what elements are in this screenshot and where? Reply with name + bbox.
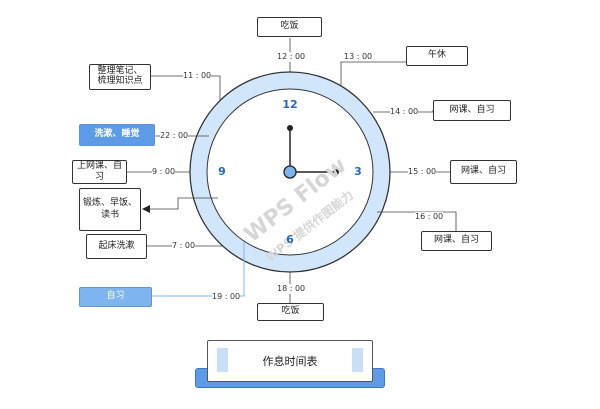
connector-13 (340, 61, 406, 86)
event-box-wakeup: 起床洗漱 (86, 234, 147, 259)
title-text: 作息时间表 (262, 355, 318, 368)
event-box-9: 上网课、自习 (72, 160, 127, 184)
time-label-13: 13 : 00 (344, 52, 373, 61)
clock-number-9: 9 (218, 165, 226, 178)
page-title: 作息时间表 (207, 340, 373, 382)
event-box-15: 网课、自习 (450, 160, 517, 184)
clock-number-6: 6 (286, 233, 294, 246)
time-label-16: 16 : 00 (415, 212, 444, 222)
connector-11 (151, 75, 221, 100)
connector-exercise (148, 197, 218, 210)
event-box-dinner: 吃饭 (257, 303, 324, 321)
clock-center (283, 165, 297, 179)
clock-number-3: 3 (354, 165, 362, 178)
time-label-7: 7 : 00 (172, 241, 196, 251)
event-box-11: 整理笔记、 梳理知识点 (89, 64, 151, 90)
time-label-15: 15 : 00 (408, 167, 437, 177)
time-label-11: 11 : 00 (183, 71, 212, 81)
event-box-nap: 午休 (406, 46, 468, 66)
title-card: 作息时间表 (195, 340, 385, 388)
time-label-18: 18 : 00 (277, 284, 306, 294)
time-label-9: 9 : 00 (152, 167, 176, 177)
event-box-22: 洗漱、睡觉 (79, 124, 155, 146)
connector-19 (152, 242, 245, 297)
event-box-16: 网课、自习 (421, 231, 492, 251)
time-label-14: 14 : 00 (390, 107, 419, 117)
event-box-14: 网课、自习 (433, 100, 511, 121)
event-box-19: 自习 (79, 287, 152, 307)
arrow-head-exercise (142, 205, 150, 213)
time-label-19: 19 : 00 (212, 292, 241, 302)
hour-hand-tip (287, 125, 293, 131)
title-card-left-tab (217, 348, 228, 372)
event-box-lunch: 吃饭 (257, 17, 322, 37)
time-label-22: 22 : 00 (160, 131, 189, 141)
event-box-exercise: 锻炼、早饭、 读书 (79, 188, 141, 231)
minute-hand-tip (333, 169, 339, 175)
title-card-right-tab (352, 348, 363, 372)
time-label-12: 12 : 00 (277, 52, 306, 62)
connector-16 (377, 211, 457, 231)
clock-number-12: 12 (282, 98, 298, 111)
